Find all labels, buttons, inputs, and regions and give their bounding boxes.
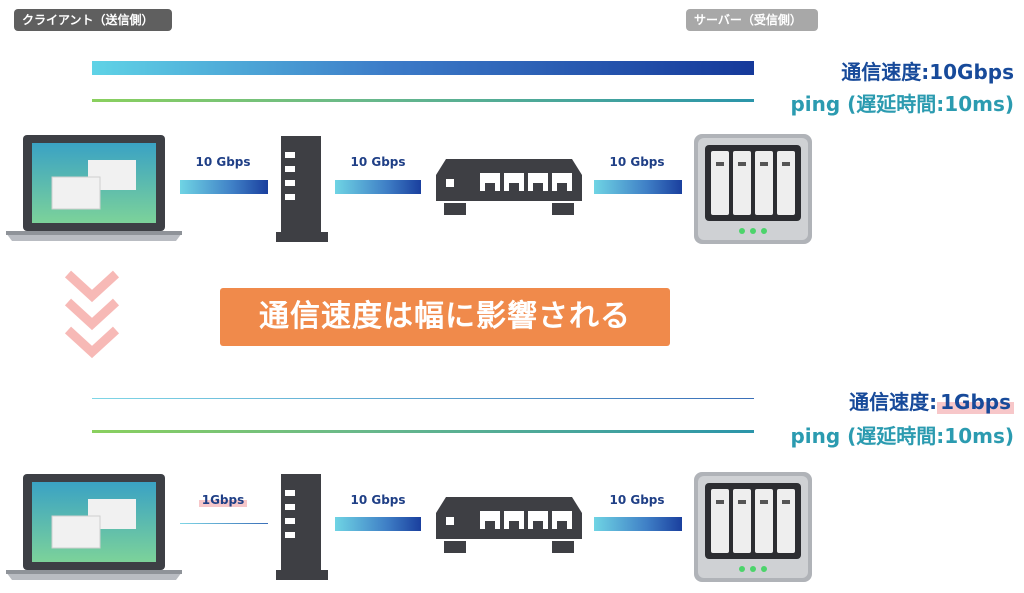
ping-text-bottom: ping (遅延時間:10ms) <box>790 424 1014 448</box>
link-bar-bottom-1 <box>180 523 268 524</box>
link-bar-top-3 <box>594 180 682 194</box>
laptop-icon <box>6 474 182 580</box>
link-label-bottom-3: 10 Gbps <box>609 493 665 507</box>
speed-bar-bottom <box>92 398 754 399</box>
ping-text-top: ping (遅延時間:10ms) <box>790 92 1014 116</box>
link-label-bottom-1: 1Gbps <box>178 493 268 507</box>
speed-value-top: 10Gbps <box>929 60 1014 84</box>
link-bar-bottom-2 <box>335 517 421 531</box>
speed-text-bottom: 通信速度:1Gbps <box>849 386 1014 415</box>
speed-bar-top <box>92 61 754 75</box>
link-label-top-3: 10 Gbps <box>609 155 665 169</box>
nas-server-icon <box>694 134 812 244</box>
link-label-top-1: 10 Gbps <box>195 155 251 169</box>
speed-prefix-bottom: 通信速度: <box>849 390 938 414</box>
link-label-bottom-1-text: 1Gbps <box>198 493 248 507</box>
client-side-label: クライアント（送信側） <box>14 9 172 31</box>
ping-line-bottom <box>92 430 754 433</box>
router-icon <box>276 474 328 580</box>
chevron-down-icon <box>64 270 120 359</box>
link-bar-top-1 <box>180 180 268 194</box>
link-bar-bottom-3 <box>594 517 682 531</box>
ping-line-top <box>92 99 754 102</box>
server-side-label: サーバー（受信側） <box>686 9 818 31</box>
speed-width-banner: 通信速度は幅に影響される <box>220 288 670 346</box>
speed-prefix-top: 通信速度: <box>841 60 930 84</box>
switch-icon <box>436 497 582 553</box>
switch-icon <box>436 159 582 215</box>
link-label-top-2: 10 Gbps <box>350 155 406 169</box>
speed-text-top: 通信速度:10Gbps <box>841 56 1014 85</box>
link-label-bottom-2: 10 Gbps <box>350 493 406 507</box>
link-bar-top-2 <box>335 180 421 194</box>
nas-server-icon <box>694 472 812 582</box>
router-icon <box>276 136 328 242</box>
speed-value-bottom: 1Gbps <box>937 390 1014 414</box>
laptop-icon <box>6 135 182 241</box>
